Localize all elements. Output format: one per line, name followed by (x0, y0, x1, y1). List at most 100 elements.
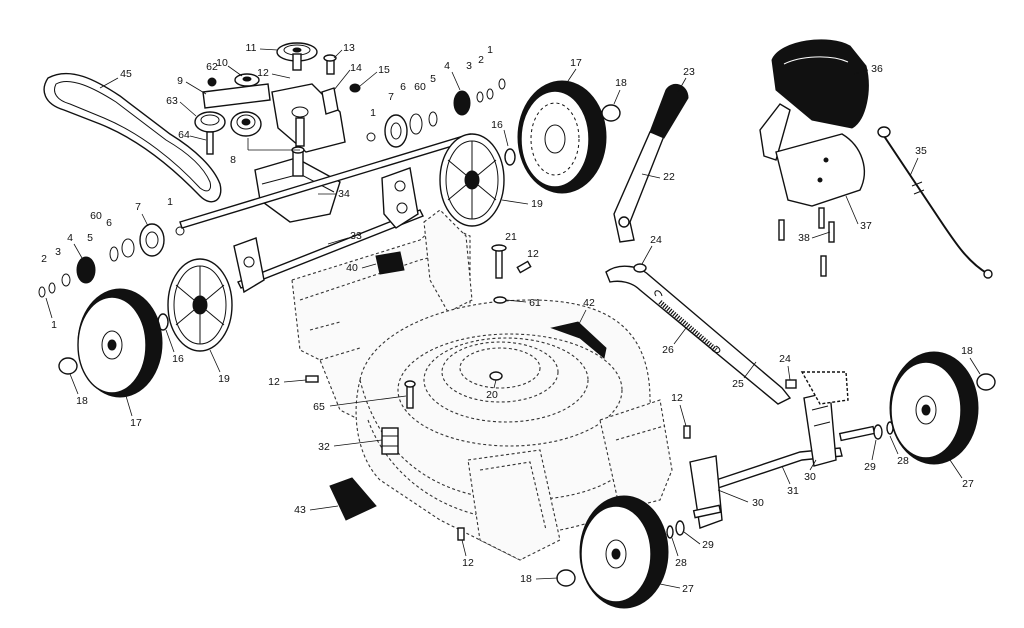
callout-3-left: 3 (55, 246, 61, 258)
drive-belt (43, 72, 222, 203)
decal-40 (375, 251, 405, 275)
callout-1-top: 1 (487, 44, 493, 56)
callout-13: 13 (343, 42, 355, 54)
deck-bolt (404, 380, 416, 409)
callout-40: 40 (346, 262, 358, 274)
bolt-12-c (683, 425, 691, 439)
callout-38: 38 (798, 232, 810, 244)
right-wheel-cover (439, 133, 505, 227)
callout-29-left: 29 (702, 539, 714, 551)
callout-32: 32 (318, 441, 330, 453)
callout-23: 23 (683, 66, 695, 78)
flap-bolts (778, 207, 835, 277)
blade-nut (489, 371, 503, 381)
front-left-wheel (556, 495, 669, 609)
callout-28-right: 28 (897, 455, 909, 467)
callout-43: 43 (294, 504, 306, 516)
callout-10: 10 (216, 57, 228, 69)
callout-64: 64 (178, 129, 190, 141)
bolt-12-a (516, 260, 532, 274)
callout-27-left: 27 (682, 583, 694, 595)
pulley-bracket-assembly (194, 42, 361, 155)
callout-25: 25 (732, 378, 744, 390)
callout-1-mid: 1 (370, 107, 376, 119)
height-adjust-lever (613, 83, 689, 243)
callout-1-left-top: 1 (167, 196, 173, 208)
rear-left-wheel (58, 288, 163, 398)
callout-14: 14 (350, 62, 362, 74)
callout-12-top: 12 (257, 67, 269, 79)
front-right-wheel (889, 351, 996, 465)
callout-1-left-bottom: 1 (51, 319, 57, 331)
callout-24-top: 24 (650, 234, 662, 246)
callout-2-top: 2 (478, 54, 484, 66)
callout-2-left: 2 (41, 253, 47, 265)
callout-8: 8 (230, 154, 236, 166)
carriage-bolt (491, 244, 507, 304)
rear-right-wheel (517, 80, 621, 194)
washer-29-left (675, 520, 685, 536)
callout-5-top: 5 (430, 73, 436, 85)
rear-axle-assembly (233, 167, 424, 294)
callout-18-right: 18 (961, 345, 973, 357)
callout-4-top: 4 (444, 60, 450, 72)
callout-22: 22 (663, 171, 675, 183)
callout-labels: 45 62 9 63 64 8 10 11 12 13 14 15 1 7 6 … (41, 42, 981, 595)
callout-18-front-left: 18 (520, 573, 532, 585)
callout-5-left: 5 (87, 232, 93, 244)
callout-60-left: 60 (90, 210, 102, 222)
callout-30-left: 30 (752, 497, 764, 509)
callout-34: 34 (338, 188, 350, 200)
callout-45: 45 (120, 68, 132, 80)
callout-7-left: 7 (135, 201, 141, 213)
callout-60-top: 60 (414, 81, 426, 93)
callout-11: 11 (246, 42, 257, 54)
callout-6-top: 6 (400, 81, 406, 93)
callout-7-top: 7 (388, 91, 394, 103)
callout-12-deck: 12 (527, 248, 539, 260)
callout-36: 36 (871, 63, 883, 75)
callout-21: 21 (505, 231, 517, 243)
callout-17-top: 17 (570, 57, 582, 69)
washer-29-right (873, 424, 883, 440)
drive-control-cable (877, 126, 993, 279)
wash-port-fitting (381, 427, 399, 455)
callout-19-top: 19 (531, 198, 543, 210)
bolt-12-d (457, 527, 465, 541)
callout-20: 20 (486, 389, 498, 401)
callout-17-left: 17 (130, 417, 142, 429)
front-axle-assembly (689, 371, 876, 529)
callout-33: 33 (350, 230, 362, 242)
callout-30-right: 30 (804, 471, 816, 483)
callout-63: 63 (166, 95, 178, 107)
callout-26: 26 (662, 344, 674, 356)
callout-19-left: 19 (218, 373, 230, 385)
callout-15: 15 (378, 64, 390, 76)
callout-62: 62 (206, 61, 218, 73)
left-wheel-cover (167, 258, 233, 352)
callout-9: 9 (177, 75, 183, 87)
callout-61: 61 (529, 297, 541, 309)
extension-spring (654, 290, 721, 353)
callout-29-right: 29 (864, 461, 876, 473)
callout-18-top: 18 (615, 77, 627, 89)
callout-42: 42 (583, 297, 595, 309)
callout-12-front: 12 (671, 392, 683, 404)
callout-37: 37 (860, 220, 872, 232)
washer-28-left (666, 525, 674, 539)
callout-65: 65 (313, 401, 325, 413)
callout-4-left: 4 (67, 232, 73, 244)
callout-27-right: 27 (962, 478, 974, 490)
decal-43 (329, 477, 377, 521)
left-gear-assembly (38, 223, 185, 298)
callout-24-right: 24 (779, 353, 791, 365)
callout-31: 31 (787, 485, 799, 497)
callout-18-left: 18 (76, 395, 88, 407)
callout-16-top: 16 (491, 119, 503, 131)
mower-deck (291, 209, 673, 561)
rear-flap-assembly (759, 39, 869, 277)
callout-35: 35 (915, 145, 927, 157)
callout-12-bottom: 12 (462, 557, 474, 569)
callout-6-left: 6 (106, 217, 112, 229)
